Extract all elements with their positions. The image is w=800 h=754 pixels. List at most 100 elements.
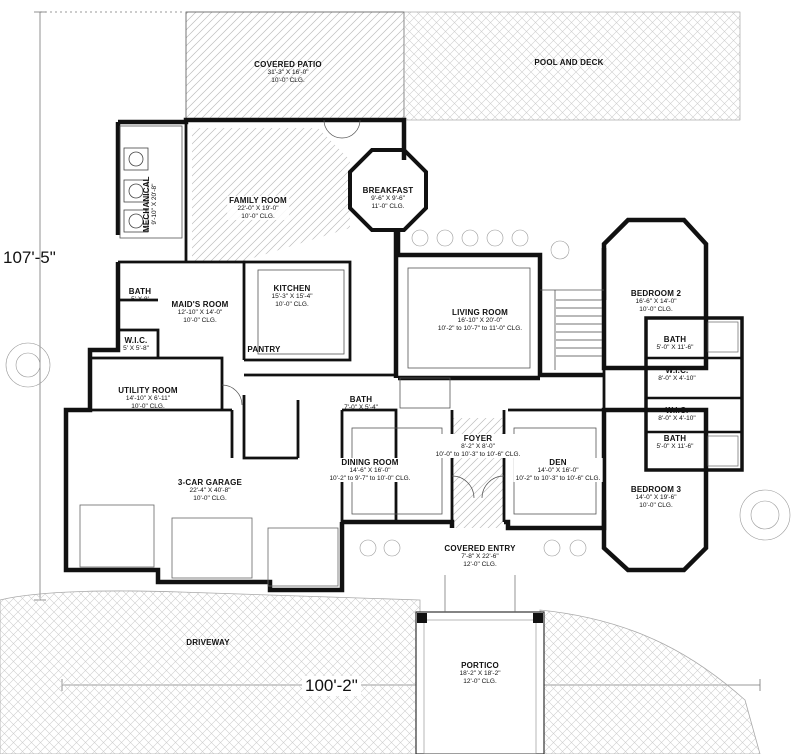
stairs <box>556 299 602 357</box>
dining-room-name: DINING ROOM <box>341 458 399 467</box>
breakfast-ceiling: 11'-0" CLG. <box>371 202 405 210</box>
family-room-floor <box>192 128 350 262</box>
den-name: DEN <box>549 458 567 467</box>
driveway-label: DRIVEWAY <box>186 638 230 647</box>
bath-maid-label: BATH 5' X 8' <box>129 287 151 304</box>
living-room-ceiling: 10'-2" to 10'-7" to 11'-0" CLG. <box>437 324 523 332</box>
bedroom-3-label: BEDROOM 3 14'-0" X 19'-6" 10'-0" CLG. <box>631 485 681 509</box>
door-swings <box>221 119 505 499</box>
covered-entry-ceiling: 12'-0" CLG. <box>463 560 497 568</box>
garage-doors <box>79 504 339 587</box>
bath-b2-name: BATH <box>663 335 687 344</box>
depth-dimension: 107'-5" <box>3 248 56 267</box>
pool-deck-label: POOL AND DECK <box>534 58 603 67</box>
mechanical-equipment <box>123 147 149 233</box>
kitchen-size: 15'-3" X 15'-4" <box>271 293 313 301</box>
bedroom-3-shape <box>601 407 709 573</box>
garage-ceiling: 10'-0" CLG. <box>193 494 227 502</box>
den-label: DEN 14'-0" X 16'-0" 10'-2" to 10'-3" to … <box>513 458 603 483</box>
living-room-size: 16'-10" X 20'-0" <box>457 317 503 325</box>
bath-wic-block <box>644 316 744 472</box>
wic-b3-size: 8'-0" X 4'-10" <box>658 415 696 423</box>
bedroom-2-name: BEDROOM 2 <box>630 289 682 298</box>
wic-b3-name: W.I.C. <box>665 406 689 415</box>
width-dimension: 100'-2" <box>302 676 361 696</box>
covered-patio-label: COVERED PATIO 31'-3" X 16'-0" 10'-0" CLG… <box>254 60 322 84</box>
den-ceiling: 10'-2" to 10'-3" to 10'-6" CLG. <box>515 474 601 482</box>
wic-b2-name: W.I.C. <box>665 366 689 375</box>
living-room-name: LIVING ROOM <box>452 308 508 317</box>
family-room-label: FAMILY ROOM 22'-0" X 19'-0" 10'-0" CLG. <box>227 196 289 221</box>
bedroom-2-size: 16'-6" X 14'-0" <box>635 298 677 306</box>
living-room-label: LIVING ROOM 16'-10" X 20'-0" 10'-2" to 1… <box>438 308 522 332</box>
wic-maid-label: W.I.C. 5' X 5'-8" <box>123 336 149 353</box>
maids-room-size: 12'-10" X 14'-0" <box>177 309 223 317</box>
wic-maid-name: W.I.C. <box>124 336 148 345</box>
bath-maid-name: BATH <box>128 287 152 296</box>
dining-room-size: 14'-6" X 16'-0" <box>349 467 391 475</box>
den-size: 14'-0" X 16'-0" <box>537 467 579 475</box>
kitchen-name: KITCHEN <box>273 284 311 293</box>
covered-entry-label: COVERED ENTRY 7'-8" X 22'-6" 12'-0" CLG. <box>442 544 518 569</box>
interior-walls <box>66 122 606 528</box>
bedroom-2-ceiling: 10'-0" CLG. <box>639 305 673 313</box>
utility-room-label: UTILITY ROOM 14'-10" X 6'-11" 10'-0" CLG… <box>118 386 178 410</box>
landscape-plants <box>5 229 791 557</box>
kitchen-ceiling: 10'-0" CLG. <box>275 300 309 308</box>
dining-room-ceiling: 10'-2" to 9'-7" to 10'-0" CLG. <box>329 474 411 482</box>
mechanical-label: MECHANICAL 9'-10" X 20'-8" <box>142 176 159 232</box>
garage-size: 22'-4" X 40'-8" <box>189 487 231 495</box>
mechanical-name: MECHANICAL <box>142 176 151 232</box>
bath-b2-size: 5'-0" X 11'-6" <box>656 344 694 352</box>
covered-patio-area <box>185 11 405 121</box>
maids-room-label: MAID'S ROOM 12'-10" X 14'-0" 10'-0" CLG. <box>172 300 229 324</box>
bedroom-3-size: 14'-0" X 19'-6" <box>635 494 677 502</box>
portico-label: PORTICO 18'-2" X 18'-2" 12'-0" CLG. <box>459 661 500 685</box>
family-room-size: 22'-0" X 19'-0" <box>237 205 279 213</box>
pool-deck-name: POOL AND DECK <box>534 58 604 67</box>
family-room-ceiling: 10'-0" CLG. <box>241 212 275 220</box>
bedroom-2-shape <box>601 217 709 371</box>
breakfast-octagon <box>348 148 428 232</box>
bath-hall-name: BATH <box>349 395 373 404</box>
bath-maid-size: 5' X 8' <box>131 296 149 304</box>
bedroom-2-label: BEDROOM 2 16'-6" X 14'-0" 10'-0" CLG. <box>631 289 681 313</box>
pantry-label: PANTRY <box>247 345 280 354</box>
portico-area <box>415 611 545 754</box>
foyer-name: FOYER <box>463 434 493 443</box>
driveway-name: DRIVEWAY <box>186 638 230 647</box>
bath-b3-label: BATH 5'-0" X 11'-6" <box>657 434 694 451</box>
covered-patio-name: COVERED PATIO <box>254 60 322 69</box>
covered-entry-size: 7'-8" X 22'-6" <box>461 553 499 561</box>
wic-b3-label: W.I.C. 8'-0" X 4'-10" <box>658 406 695 423</box>
bedroom-3-ceiling: 10'-0" CLG. <box>639 501 673 509</box>
utility-room-name: UTILITY ROOM <box>118 386 178 395</box>
bath-b3-name: BATH <box>663 434 687 443</box>
kitchen-label: KITCHEN 15'-3" X 15'-4" 10'-0" CLG. <box>269 284 315 309</box>
pantry-name: PANTRY <box>247 345 281 354</box>
covered-patio-size: 31'-3" X 16'-0" <box>267 69 309 77</box>
portico-name: PORTICO <box>461 661 499 670</box>
dining-room-label: DINING ROOM 14'-6" X 16'-0" 10'-2" to 9'… <box>327 458 413 483</box>
pool-deck-area <box>403 11 741 121</box>
garage-name: 3-CAR GARAGE <box>177 478 243 487</box>
maids-room-ceiling: 10'-0" CLG. <box>183 316 217 324</box>
portico-size: 18'-2" X 18'-2" <box>459 670 501 678</box>
bath-hall-label: BATH 7'-0" X 5'-4" <box>344 395 378 412</box>
covered-patio-ceiling: 10'-0" CLG. <box>271 76 305 84</box>
driveway-area <box>0 590 761 754</box>
breakfast-name: BREAKFAST <box>362 186 414 195</box>
mechanical-size: 9'-10" X 20'-8" <box>151 183 159 225</box>
portico-ceiling: 12'-0" CLG. <box>463 677 497 685</box>
foyer-ceiling: 10'-0" to 10'-3" to 10'-6" CLG. <box>435 450 521 458</box>
bedroom-3-name: BEDROOM 3 <box>630 485 682 494</box>
bath-b2-label: BATH 5'-0" X 11'-6" <box>657 335 694 352</box>
wic-b2-size: 8'-0" X 4'-10" <box>658 375 696 383</box>
breakfast-size: 9'-6" X 9'-6" <box>371 195 405 203</box>
wic-b2-label: W.I.C. 8'-0" X 4'-10" <box>658 366 695 383</box>
foyer-label: FOYER 8'-2" X 8'-0" 10'-0" to 10'-3" to … <box>433 434 523 459</box>
covered-entry-name: COVERED ENTRY <box>444 544 516 553</box>
family-room-name: FAMILY ROOM <box>229 196 287 205</box>
utility-room-ceiling: 10'-0" CLG. <box>131 402 165 410</box>
